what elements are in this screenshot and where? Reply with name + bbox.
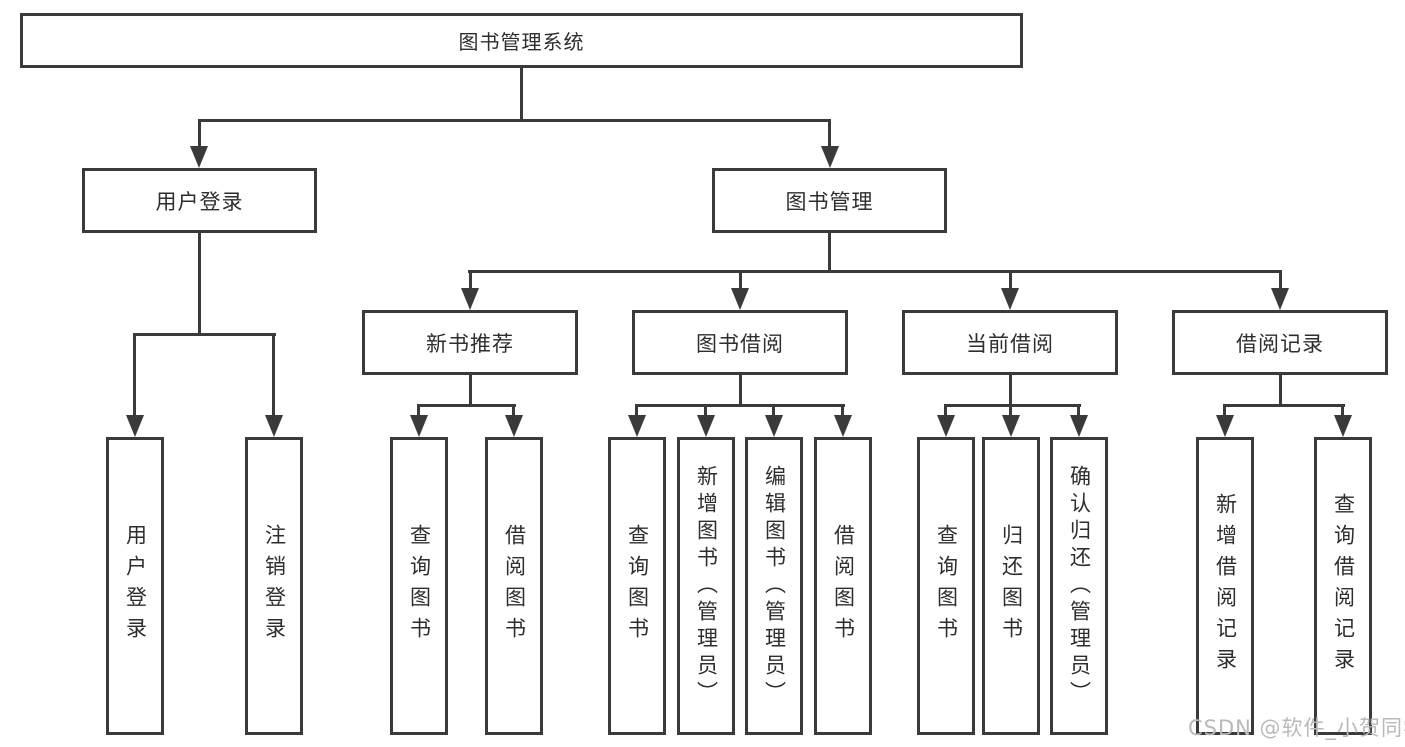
arrow-shaft: [1223, 406, 1226, 416]
leaf-bb-borrow-books: 借阅图书: [814, 437, 872, 735]
leaf-cb-query-books-label: 查询图书: [934, 524, 959, 648]
leaf-br-add-record: 新增借阅记录: [1196, 437, 1254, 735]
leaf-logout-label: 注销登录: [262, 524, 287, 648]
node-current-borrowing-label: 当前借阅: [966, 331, 1054, 356]
arrow-shaft: [133, 335, 136, 416]
connector-line: [1009, 375, 1012, 406]
node-root: 图书管理系统: [20, 13, 1023, 68]
arrow-head: [697, 415, 715, 437]
connector-line: [739, 375, 742, 406]
arrow-shaft: [1341, 406, 1344, 416]
leaf-rec-query-books-label: 查询图书: [407, 524, 432, 648]
connector-line: [828, 233, 831, 273]
arrow-head: [937, 415, 955, 437]
arrow-head: [731, 288, 749, 310]
node-book-borrowing-label: 图书借阅: [696, 331, 784, 356]
arrow-head: [126, 415, 144, 437]
arrow-head: [410, 415, 428, 437]
leaf-br-query-record: 查询借阅记录: [1314, 437, 1372, 735]
watermark: CSDN @软件_小贺同学: [1188, 716, 1405, 740]
leaf-cb-return-books: 归还图书: [982, 437, 1040, 735]
connector-line: [198, 233, 201, 336]
leaf-bb-add-books-admin-label: 新增图书（管理员）: [694, 464, 719, 708]
arrow-head: [505, 415, 523, 437]
node-new-book-recommend: 新书推荐: [362, 310, 578, 375]
leaf-bb-add-books-admin: 新增图书（管理员）: [677, 437, 735, 735]
leaf-cb-return-books-label: 归还图书: [999, 524, 1024, 648]
leaf-bb-query-books: 查询图书: [608, 437, 666, 735]
arrow-head: [628, 415, 646, 437]
arrow-shaft: [772, 406, 775, 416]
connector-line: [198, 119, 831, 122]
connector-line: [468, 270, 1282, 273]
node-borrowing-records-label: 借阅记录: [1236, 331, 1324, 356]
arrow-head: [765, 415, 783, 437]
arrow-head: [821, 146, 839, 168]
arrow-shaft: [469, 272, 472, 289]
leaf-cb-confirm-return-admin-label: 确认归还（管理员）: [1067, 464, 1092, 708]
arrow-shaft: [704, 406, 707, 416]
leaf-cb-confirm-return-admin: 确认归还（管理员）: [1050, 437, 1108, 735]
leaf-rec-borrow-books: 借阅图书: [485, 437, 543, 735]
arrow-head: [1334, 415, 1352, 437]
arrow-head: [265, 415, 283, 437]
arrow-shaft: [1009, 406, 1012, 416]
leaf-rec-query-books: 查询图书: [390, 437, 448, 735]
arrow-head: [1070, 415, 1088, 437]
connector-line: [944, 404, 1081, 407]
connector-line: [1279, 375, 1282, 406]
node-user-login: 用户登录: [82, 168, 317, 233]
node-book-management: 图书管理: [712, 168, 947, 233]
connector-line: [1223, 404, 1345, 407]
leaf-user-login: 用户登录: [106, 437, 164, 735]
arrow-head: [190, 146, 208, 168]
leaf-rec-borrow-books-label: 借阅图书: [502, 524, 527, 648]
arrow-shaft: [1009, 272, 1012, 289]
arrow-head: [1001, 288, 1019, 310]
node-borrowing-records: 借阅记录: [1172, 310, 1388, 375]
arrow-shaft: [739, 272, 742, 289]
arrow-shaft: [1077, 406, 1080, 416]
arrow-shaft: [828, 120, 831, 147]
arrow-shaft: [1279, 272, 1282, 289]
leaf-bb-borrow-books-label: 借阅图书: [831, 524, 856, 648]
connector-line: [417, 404, 516, 407]
connector-line: [520, 68, 523, 121]
arrow-shaft: [944, 406, 947, 416]
node-new-book-recommend-label: 新书推荐: [426, 331, 514, 356]
connector-line: [635, 404, 845, 407]
node-user-login-label: 用户登录: [155, 189, 244, 214]
leaf-logout: 注销登录: [245, 437, 303, 735]
leaf-user-login-label: 用户登录: [123, 524, 148, 648]
arrow-head: [1216, 415, 1234, 437]
arrow-shaft: [512, 406, 515, 416]
leaf-br-add-record-label: 新增借阅记录: [1213, 493, 1238, 679]
arrow-shaft: [272, 335, 275, 416]
arrow-head: [461, 288, 479, 310]
node-book-management-label: 图书管理: [785, 189, 874, 214]
arrow-shaft: [841, 406, 844, 416]
leaf-bb-edit-books-admin: 编辑图书（管理员）: [745, 437, 803, 735]
arrow-head: [1271, 288, 1289, 310]
arrow-shaft: [417, 406, 420, 416]
connector-line: [133, 333, 276, 336]
arrow-head: [1002, 415, 1020, 437]
connector-line: [469, 375, 472, 406]
node-current-borrowing: 当前借阅: [902, 310, 1118, 375]
leaf-br-query-record-label: 查询借阅记录: [1331, 493, 1356, 679]
arrow-shaft: [198, 120, 201, 147]
leaf-cb-query-books: 查询图书: [917, 437, 975, 735]
leaf-bb-edit-books-admin-label: 编辑图书（管理员）: [762, 464, 787, 708]
arrow-shaft: [635, 406, 638, 416]
node-book-borrowing: 图书借阅: [632, 310, 848, 375]
leaf-bb-query-books-label: 查询图书: [625, 524, 650, 648]
arrow-head: [834, 415, 852, 437]
node-root-label: 图书管理系统: [458, 30, 585, 54]
